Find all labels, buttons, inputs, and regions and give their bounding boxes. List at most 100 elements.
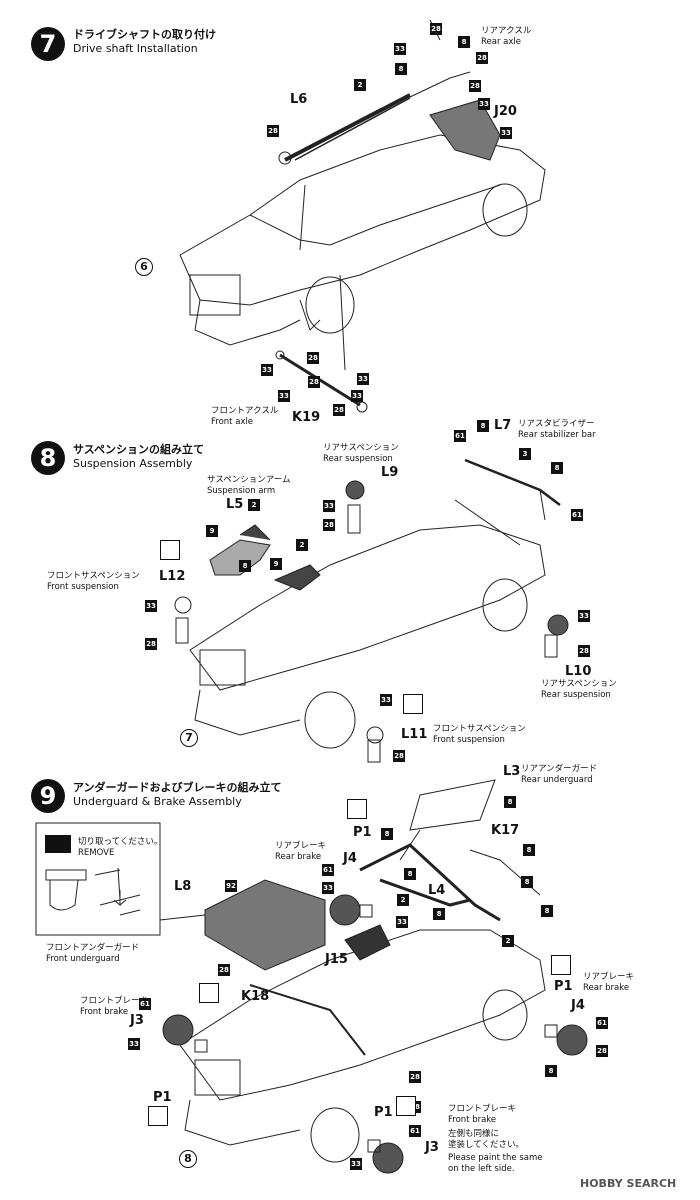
part-badge-33: 33 — [145, 600, 157, 612]
step-ref-6: 6 — [135, 258, 153, 276]
part-badge-28: 28 — [145, 638, 157, 650]
part-badge-33: 33 — [478, 98, 490, 110]
step-7-title-jp: ドライブシャフトの取り付け — [73, 28, 216, 41]
rear-under-label-jp: リアアンダーガード — [521, 764, 598, 774]
front-susp2-label-jp: フロントサスペンション — [433, 724, 526, 734]
part-badge-8: 8 — [458, 36, 470, 48]
step-8-title-en: Suspension Assembly — [73, 457, 193, 470]
part-badge-28: 28 — [333, 404, 345, 416]
no-cement-icon — [551, 955, 571, 975]
rear-brake-label-en: Rear brake — [275, 852, 322, 862]
rear-brake-label-jp: リアブレーキ — [275, 841, 327, 851]
part-badge-33: 33 — [322, 882, 334, 894]
rear-susp-label-jp: リアサスペンション — [323, 443, 399, 453]
part-badge-61: 61 — [409, 1125, 421, 1137]
step-8-title-jp: サスペンションの組み立て — [73, 443, 205, 456]
front-brake2-label-en: Front brake — [448, 1115, 497, 1125]
front-susp-label-en: Front suspension — [47, 582, 119, 592]
rear-susp2-label-en: Rear suspension — [541, 690, 611, 700]
step-ref-7: 7 — [180, 729, 198, 747]
part-p1: P1 — [554, 979, 573, 994]
part-j3: J3 — [425, 1140, 439, 1155]
part-badge-28: 28 — [430, 23, 442, 35]
part-badge-8: 8 — [541, 905, 553, 917]
no-cement-icon — [199, 983, 219, 1003]
part-k17: K17 — [491, 823, 520, 838]
susp-arm-label-jp: サスペンションアーム — [207, 475, 291, 485]
part-j20: J20 — [494, 104, 517, 119]
part-badge-61: 61 — [139, 998, 151, 1010]
part-badge-8: 8 — [404, 868, 416, 880]
part-j3: J3 — [130, 1013, 144, 1028]
part-p1: P1 — [374, 1105, 393, 1120]
part-badge-2: 2 — [397, 894, 409, 906]
part-badge-33: 33 — [350, 1158, 362, 1170]
part-badge-28: 28 — [476, 52, 488, 64]
part-l11: L11 — [401, 727, 428, 742]
rear-brake2-label-en: Rear brake — [583, 983, 630, 993]
part-badge-33: 33 — [128, 1038, 140, 1050]
part-badge-3: 3 — [519, 448, 531, 460]
part-l6: L6 — [290, 92, 308, 107]
rear-stab-label-jp: リアスタビライザー — [518, 419, 595, 429]
remove-icon — [45, 835, 71, 853]
part-badge-28: 28 — [596, 1045, 608, 1057]
part-badge-61: 61 — [454, 430, 466, 442]
part-badge-9: 9 — [206, 525, 218, 537]
paint-note-en-2: on the left side. — [448, 1164, 515, 1174]
no-cement-icon — [347, 799, 367, 819]
remove-label-jp: 切り取ってください。 — [78, 837, 163, 847]
front-under-label-en: Front underguard — [46, 954, 120, 964]
part-j4: J4 — [343, 851, 357, 866]
part-j15: J15 — [325, 952, 348, 967]
remove-label-en: REMOVE — [78, 848, 115, 858]
part-badge-33: 33 — [278, 390, 290, 402]
part-badge-33: 33 — [578, 610, 590, 622]
part-badge-8: 8 — [239, 560, 251, 572]
paint-note-jp-2: 塗装してください。 — [448, 1140, 524, 1150]
part-badge-28: 28 — [307, 352, 319, 364]
part-badge-8: 8 — [504, 796, 516, 808]
part-badge-28: 28 — [323, 519, 335, 531]
susp-arm-label-en: Suspension arm — [207, 486, 276, 496]
part-k19: K19 — [292, 410, 321, 425]
part-l12: L12 — [159, 569, 186, 584]
part-badge-8: 8 — [433, 908, 445, 920]
part-badge-33: 33 — [261, 364, 273, 376]
paint-note-en-1: Please paint the same — [448, 1153, 543, 1163]
part-l3: L3 — [503, 764, 521, 779]
front-axle-label-en: Front axle — [211, 417, 254, 427]
front-brake2-label-jp: フロントブレーキ — [448, 1104, 517, 1114]
part-badge-61: 61 — [596, 1017, 608, 1029]
no-cement-icon — [160, 540, 180, 560]
front-axle-label-jp: フロントアクスル — [211, 406, 279, 416]
part-badge-28: 28 — [218, 964, 230, 976]
part-badge-2: 2 — [354, 79, 366, 91]
step-9-title-en: Underguard & Brake Assembly — [73, 795, 242, 808]
part-badge-33: 33 — [396, 916, 408, 928]
part-badge-2: 2 — [296, 539, 308, 551]
paint-note-jp-1: 左側も同様に — [448, 1129, 500, 1139]
part-l4: L4 — [428, 883, 446, 898]
front-brake-label-jp: フロントブレーキ — [80, 996, 149, 1006]
part-badge-2: 2 — [248, 499, 260, 511]
front-brake-label-en: Front brake — [80, 1007, 129, 1017]
part-badge-2: 2 — [502, 935, 514, 947]
part-badge-8: 8 — [395, 63, 407, 75]
step-7-number: 7 — [31, 27, 65, 61]
part-l8: L8 — [174, 879, 192, 894]
watermark-logo: HOBBY SEARCH — [580, 1177, 677, 1190]
part-badge-33: 33 — [380, 694, 392, 706]
step-9-title-jp: アンダーガードおよびブレーキの組み立て — [73, 781, 282, 794]
rear-susp2-label-jp: リアサスペンション — [541, 679, 617, 689]
rear-axle-label-jp: リアアクスル — [481, 26, 532, 36]
part-badge-28: 28 — [393, 750, 405, 762]
part-badge-33: 33 — [323, 500, 335, 512]
part-badge-33: 33 — [357, 373, 369, 385]
part-badge-9: 9 — [270, 558, 282, 570]
part-badge-92: 92 — [225, 880, 237, 892]
step-ref-8: 8 — [179, 1150, 197, 1168]
rear-axle-label-en: Rear axle — [481, 37, 521, 47]
